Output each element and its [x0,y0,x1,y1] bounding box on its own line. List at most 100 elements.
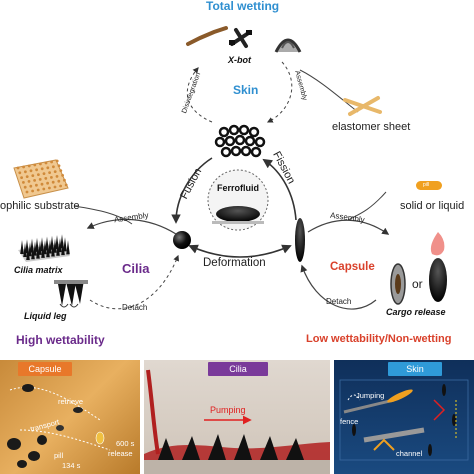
substrate-dot [44,177,48,180]
solid-liquid-connector [347,191,387,221]
high-wettability-label: High wettability [16,333,105,347]
substrate-dot [29,169,33,173]
detach-right-label: Detach [326,297,352,306]
cilia-spike [31,245,35,260]
cilia-spike [66,240,70,255]
substrate-dot [46,166,50,170]
substrate-dot [64,183,68,187]
assembly-left-arrow [86,218,177,235]
pill-label: pill [423,182,430,188]
low-wettability-label: Low wettability/Non-wetting [306,333,452,345]
substrate-dot [46,181,49,185]
cilia-spike [36,244,40,259]
assembly-right-arrow [307,219,390,235]
cilia-label: Cilia [122,261,150,276]
cilia-spike [58,238,62,253]
substrate-dot [18,171,22,175]
skin-photo-panel: Skin Jumping fence channel [334,360,474,474]
cilia-spike [51,242,55,257]
substrate-dot [33,179,36,182]
xbot-folded-icon [274,38,302,53]
cargo-release-label: Cargo release [386,307,446,317]
cilia-panel-tag: Cilia [208,362,268,376]
xbot-cross-icon [229,28,252,48]
substrate-dot [27,180,31,183]
substrate-dot [22,181,25,184]
substrate-dot [36,188,40,192]
cilia-photo-panel: Cilia Pumping [144,360,330,474]
deformation-label: Deformation [203,257,266,269]
substrate-dot [42,172,46,176]
channel-label: channel [396,449,423,458]
cilia-spike [41,243,45,258]
substrate-dot [23,185,27,189]
substrate-dot [57,164,61,168]
time-start-label: 134 s [62,461,81,470]
ferrofluid-label: Ferrofluid [217,183,259,193]
release-label: release [108,449,133,458]
cilia-spike [56,241,60,256]
cilia-spike [61,241,65,256]
deformation-arrow [188,244,292,258]
substrate-dot [50,176,53,179]
or-label: or [412,277,423,291]
disintegration-arrow [186,67,213,123]
diagram-canvas [13,26,447,310]
capsule-pill-label: pill [54,451,64,460]
cargo-drop-icon [430,232,445,256]
pill-icon [416,181,442,190]
ring-cluster-icon [214,124,266,158]
capsule-panel-tag: Capsule [18,362,72,376]
substrate-dot [59,169,63,173]
cilia-matrix-label: Cilia matrix [14,265,63,275]
detach-right-arrow [300,264,377,310]
substrate-dot [31,174,35,178]
elastomer-label: elastomer sheet [332,121,411,133]
cilia-spike [48,239,52,254]
skin-label: Skin [233,83,259,97]
ferrofluid-ball-icon [173,231,191,249]
substrate-connector [73,205,133,225]
cilia-spike [53,238,57,253]
fission-arrow [262,158,297,221]
substrate-dot [57,179,61,183]
liquid-leg-label: Liquid leg [24,311,67,321]
substrate-dot [40,182,44,186]
substrate-dot [52,165,55,169]
detach-left-arrow [89,254,179,310]
elastomer-connector [299,69,359,113]
ferrofluid-drop-icon [216,206,260,222]
substrate-dot [35,183,38,187]
substrate-dot [42,187,46,191]
substrate-dot [55,175,59,178]
skin-panel-tag: Skin [388,362,442,376]
xbot-label: X-bot [228,55,251,65]
capsule-photo-panel: Capsule retrieve transport pill 600 s re… [0,360,140,474]
cilia-spike [26,246,30,260]
cilia-spike [23,243,27,257]
substrate-dot [37,173,40,177]
substrate-dot [61,174,64,177]
cilia-spike [33,241,37,256]
substrate-dot [35,168,38,172]
substrate-dot [16,166,20,170]
substrate-dot [59,184,62,188]
total-wetting-title: Total wetting [206,0,280,13]
substrate-dot [27,164,31,168]
substrate-dot [53,185,57,189]
cilia-spike [20,240,24,254]
solid-liquid-label: solid or liquid [400,200,465,212]
substrate-dot [40,167,44,171]
substrate-dot [22,165,25,169]
fence-label: fence [340,417,359,426]
elastomer-sheet-icon [343,96,382,116]
substrate-dot [20,176,23,180]
cilia-spike [63,237,67,252]
substrate-dot [44,161,48,165]
cilia-spike [28,242,32,257]
skin-photo-drawing [339,379,469,461]
capsule-photo-drawing [7,384,111,468]
capsule-label: Capsule [330,261,375,273]
substrate-dot [39,162,42,166]
xbot-strip-icon [186,26,228,46]
